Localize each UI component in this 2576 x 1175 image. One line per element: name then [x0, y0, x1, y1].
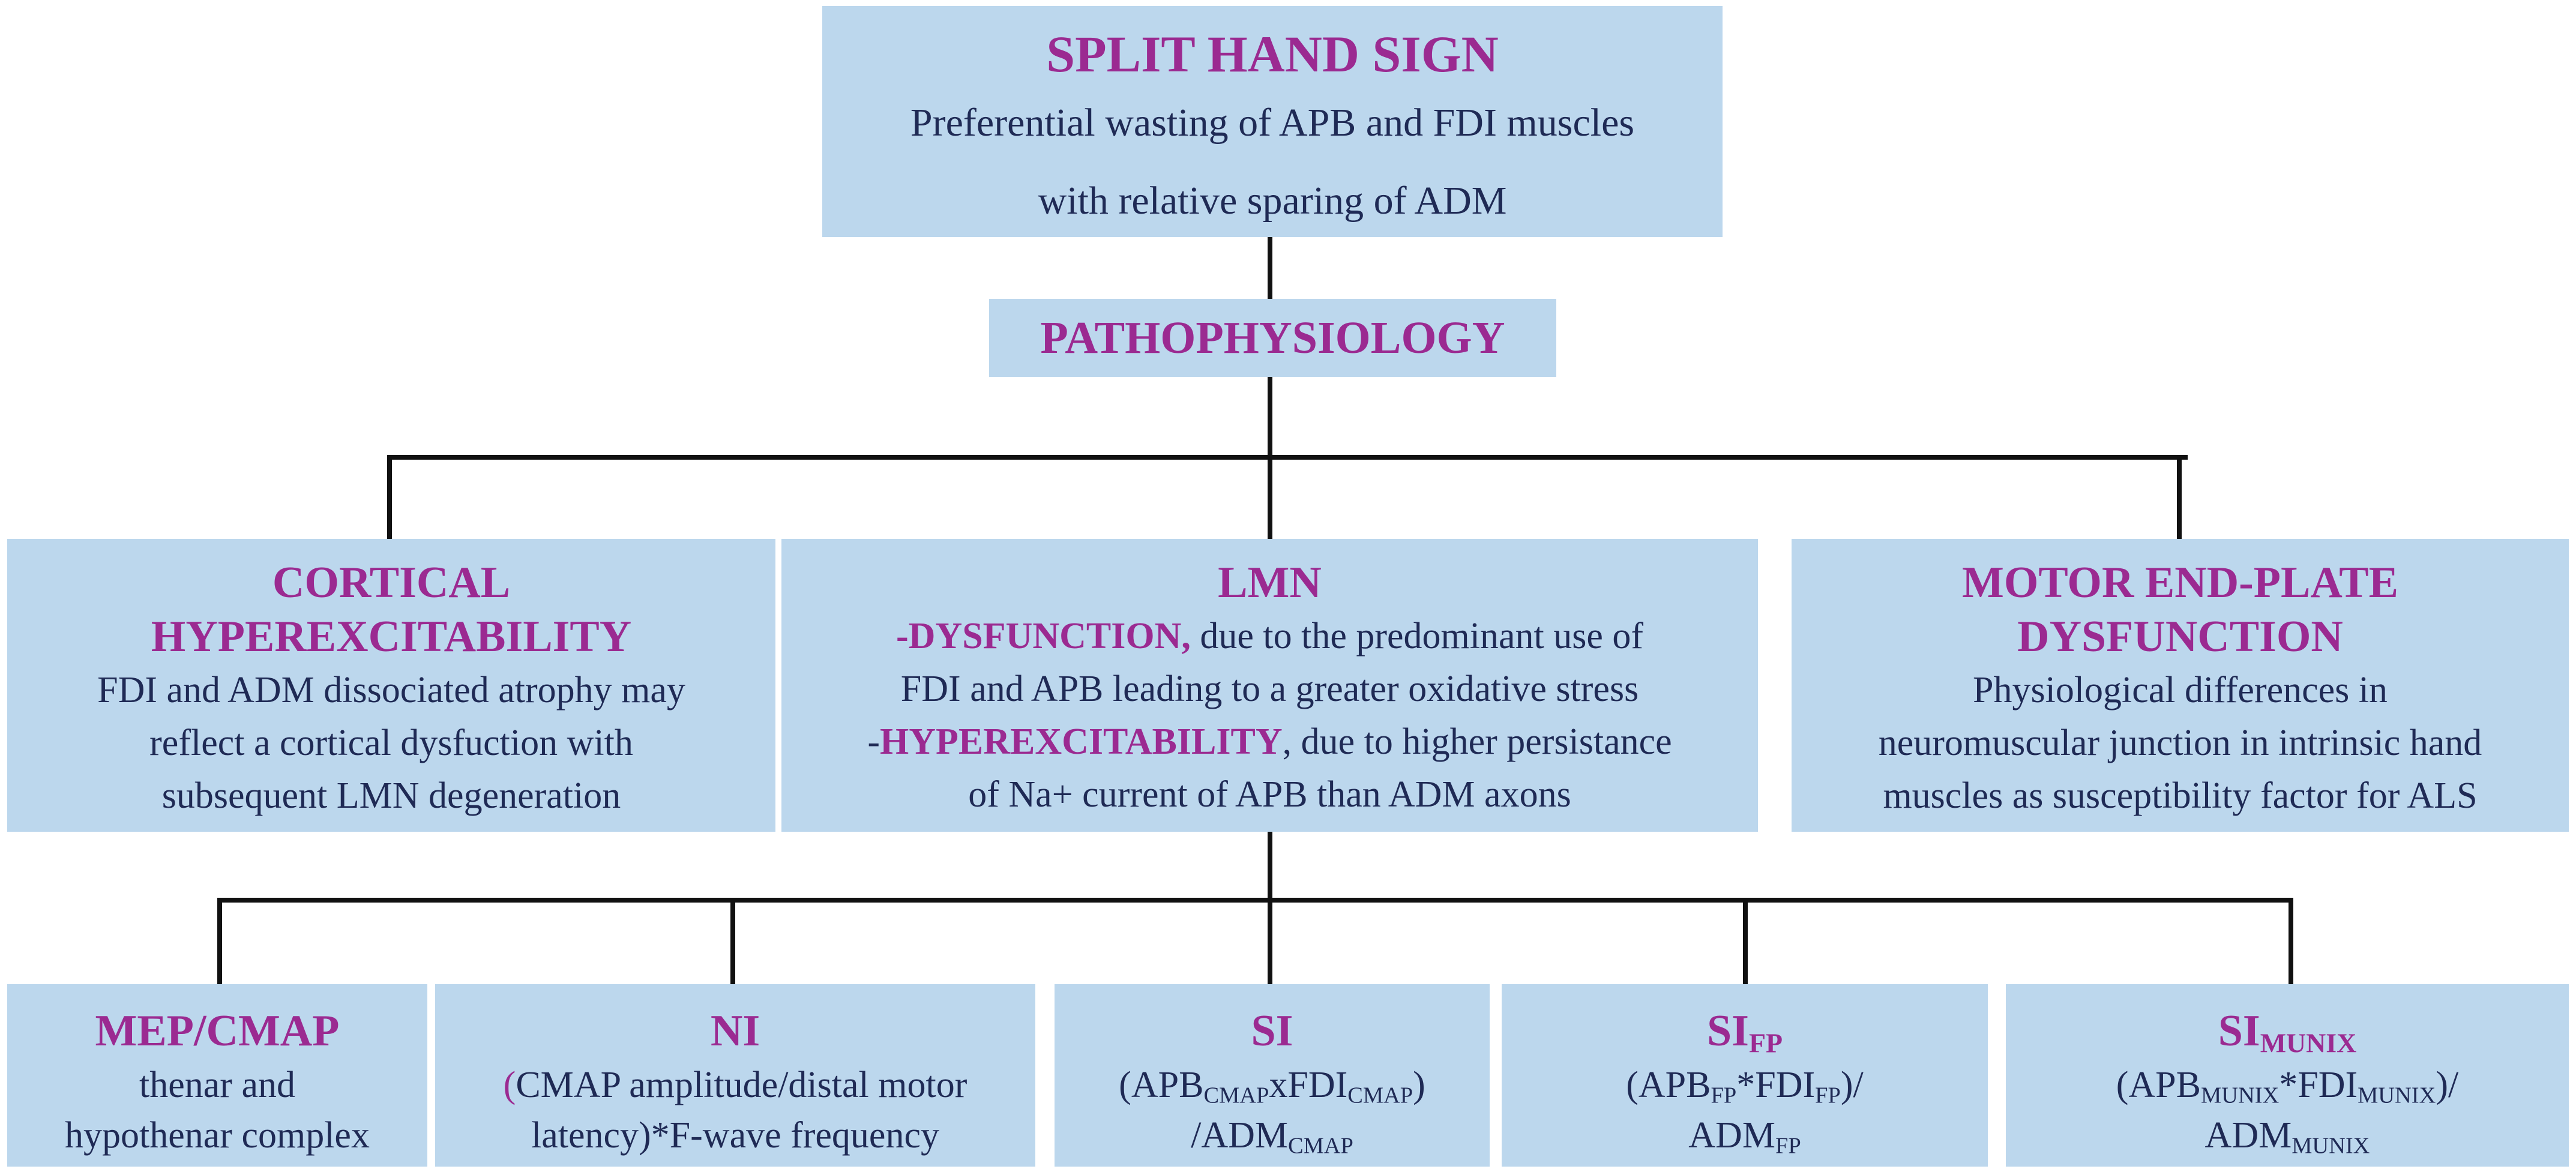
- si-fdi: xFDI: [1269, 1065, 1348, 1105]
- connector-to-sifp: [1743, 898, 1748, 984]
- si-fp-formula: (APBFP*FDIFP)/ ADMFP: [1502, 1060, 1988, 1161]
- ni-line-1: (CMAP amplitude/distal motor: [435, 1060, 1035, 1110]
- lmn-dysfunction-rest: due to the predominant use of: [1190, 616, 1644, 657]
- si-munix-fdi-sub: MUNIX: [2358, 1083, 2436, 1108]
- ni-box: NI (CMAP amplitude/distal motor latency)…: [435, 984, 1035, 1167]
- cortical-line-3: subsequent LMN degeneration: [161, 775, 621, 816]
- si-title: SI: [1251, 1006, 1293, 1056]
- pathophysiology-title: PATHOPHYSIOLOGY: [1040, 313, 1505, 363]
- lmn-dysfunction-line: -DYSFUNCTION, due to the predominant use…: [781, 610, 1758, 663]
- cortical-line-1: FDI and ADM dissociated atrophy may: [97, 670, 685, 711]
- si-fp-box: SIFP (APBFP*FDIFP)/ ADMFP: [1502, 984, 1988, 1167]
- cortical-title-line-2: HYPEREXCITABILITY: [151, 612, 632, 661]
- connector-level2-bar: [387, 455, 2188, 460]
- cortical-hyperexcitability-box: CORTICAL HYPEREXCITABILITY FDI and ADM d…: [7, 539, 775, 832]
- connector-to-simunix: [2289, 898, 2293, 984]
- motor-line-3: muscles as susceptibility factor for ALS: [1883, 775, 2478, 816]
- connector-to-mep: [217, 898, 222, 984]
- lmn-description: -DYSFUNCTION, due to the predominant use…: [781, 610, 1758, 821]
- ni-title: NI: [710, 1006, 760, 1056]
- lmn-hyperexcitability-rest: , due to higher persistance: [1282, 721, 1672, 762]
- lmn-box: LMN -DYSFUNCTION, due to the predominant…: [781, 539, 1758, 832]
- lmn-dysfunction-term: DYSFUNCTION,: [908, 616, 1191, 657]
- lmn-hyperexcitability-dash: -: [867, 721, 880, 762]
- lmn-hyperexcitability-line: -HYPEREXCITABILITY, due to higher persis…: [781, 715, 1758, 768]
- lmn-title: LMN: [1218, 558, 1322, 607]
- si-munix-adm-sub: MUNIX: [2292, 1133, 2370, 1159]
- si-munix-formula-line-2: ADMMUNIX: [2006, 1110, 2569, 1161]
- split-hand-sign-box: SPLIT HAND SIGN Preferential wasting of …: [822, 6, 1723, 237]
- si-fdi-sub: CMAP: [1347, 1083, 1413, 1108]
- si-fp-fdi-sub: FP: [1815, 1083, 1841, 1108]
- si-fp-fdi: *FDI: [1736, 1065, 1816, 1105]
- si-munix-close: )/: [2436, 1065, 2459, 1105]
- si-munix-apb: (APB: [2116, 1065, 2201, 1105]
- si-box: SI (APBCMAPxFDICMAP) /ADMCMAP: [1055, 984, 1490, 1167]
- si-munix-formula-line-1: (APBMUNIX*FDIMUNIX)/: [2006, 1060, 2569, 1110]
- cortical-title-line-1: CORTICAL: [272, 558, 511, 607]
- si-close-paren: ): [1413, 1065, 1425, 1105]
- si-munix-box: SIMUNIX (APBMUNIX*FDIMUNIX)/ ADMMUNIX: [2006, 984, 2569, 1167]
- motor-end-plate-title: MOTOR END-PLATE DYSFUNCTION: [1792, 556, 2569, 664]
- si-adm-sub: CMAP: [1288, 1133, 1353, 1159]
- si-formula-line-1: (APBCMAPxFDICMAP): [1055, 1060, 1490, 1110]
- motor-line-2: neuromuscular junction in intrinsic hand: [1878, 723, 2482, 763]
- split-hand-sign-description: Preferential wasting of APB and FDI musc…: [822, 84, 1723, 240]
- si-munix-apb-sub: MUNIX: [2201, 1083, 2280, 1108]
- si-munix-adm: ADM: [2204, 1115, 2292, 1156]
- si-fp-adm: ADM: [1688, 1115, 1775, 1156]
- si-adm: /ADM: [1191, 1115, 1288, 1156]
- motor-end-plate-dysfunction-box: MOTOR END-PLATE DYSFUNCTION Physiologica…: [1792, 539, 2569, 832]
- si-fp-title-sub: FP: [1748, 1027, 1783, 1059]
- connector-level3-bar: [217, 898, 2293, 903]
- motor-end-plate-description: Physiological differences in neuromuscul…: [1792, 664, 2569, 822]
- mep-cmap-box: MEP/CMAP thenar and hypothenar complex: [7, 984, 427, 1167]
- mep-line-2: hypothenar complex: [65, 1115, 370, 1156]
- si-formula: (APBCMAPxFDICMAP) /ADMCMAP: [1055, 1060, 1490, 1161]
- connector-lmn-down: [1268, 832, 1272, 984]
- si-apb-sub: CMAP: [1203, 1083, 1269, 1108]
- si-munix-formula: (APBMUNIX*FDIMUNIX)/ ADMMUNIX: [2006, 1060, 2569, 1161]
- si-fp-close: )/: [1840, 1065, 1864, 1105]
- si-fp-apb: (APB: [1626, 1065, 1711, 1105]
- lmn-hyperexcitability-term: HYPEREXCITABILITY: [879, 721, 1283, 762]
- motor-title-line-2: DYSFUNCTION: [2017, 612, 2343, 661]
- cortical-hyperexcitability-description: FDI and ADM dissociated atrophy may refl…: [7, 664, 775, 822]
- cortical-line-2: reflect a cortical dysfuction with: [149, 723, 633, 763]
- connector-to-motor: [2177, 455, 2182, 539]
- split-hand-sign-line-1: Preferential wasting of APB and FDI musc…: [910, 101, 1635, 145]
- mep-cmap-title: MEP/CMAP: [95, 1006, 340, 1056]
- ni-line-1-text: CMAP amplitude/distal motor: [516, 1065, 968, 1105]
- si-fp-formula-line-2: ADMFP: [1502, 1110, 1988, 1161]
- si-fp-formula-line-1: (APBFP*FDIFP)/: [1502, 1060, 1988, 1110]
- mep-line-1: thenar and: [139, 1065, 295, 1105]
- si-munix-title-text: SI: [2218, 1006, 2260, 1056]
- si-apb: (APB: [1119, 1065, 1204, 1105]
- split-hand-sign-title: SPLIT HAND SIGN: [1046, 25, 1499, 83]
- split-hand-sign-line-2: with relative sparing of ADM: [1038, 179, 1507, 223]
- motor-line-1: Physiological differences in: [1972, 670, 2388, 711]
- lmn-dysfunction-dash: -: [895, 616, 909, 657]
- si-fp-adm-sub: FP: [1775, 1133, 1801, 1159]
- ni-line-2: latency)*F-wave frequency: [531, 1115, 939, 1156]
- si-munix-title: SIMUNIX: [2006, 1002, 2569, 1060]
- connector-to-ni: [730, 898, 735, 984]
- lmn-line-4: of Na+ current of APB than ADM axons: [968, 774, 1571, 815]
- connector-split-to-patho: [1268, 237, 1272, 299]
- si-fp-title-text: SI: [1707, 1006, 1749, 1056]
- lmn-line-2: FDI and APB leading to a greater oxidati…: [900, 669, 1639, 709]
- si-munix-fdi: *FDI: [2279, 1065, 2358, 1105]
- connector-to-cortical: [387, 455, 392, 539]
- motor-title-line-1: MOTOR END-PLATE: [1961, 558, 2399, 607]
- mep-cmap-description: thenar and hypothenar complex: [7, 1060, 427, 1161]
- si-fp-title: SIFP: [1502, 1002, 1988, 1060]
- si-fp-apb-sub: FP: [1711, 1083, 1737, 1108]
- ni-formula: (CMAP amplitude/distal motor latency)*F-…: [435, 1060, 1035, 1161]
- si-formula-line-2: /ADMCMAP: [1055, 1110, 1490, 1161]
- ni-open-paren: (: [503, 1065, 516, 1105]
- si-munix-title-sub: MUNIX: [2260, 1027, 2357, 1059]
- pathophysiology-box: PATHOPHYSIOLOGY: [989, 299, 1556, 377]
- cortical-hyperexcitability-title: CORTICAL HYPEREXCITABILITY: [7, 556, 775, 664]
